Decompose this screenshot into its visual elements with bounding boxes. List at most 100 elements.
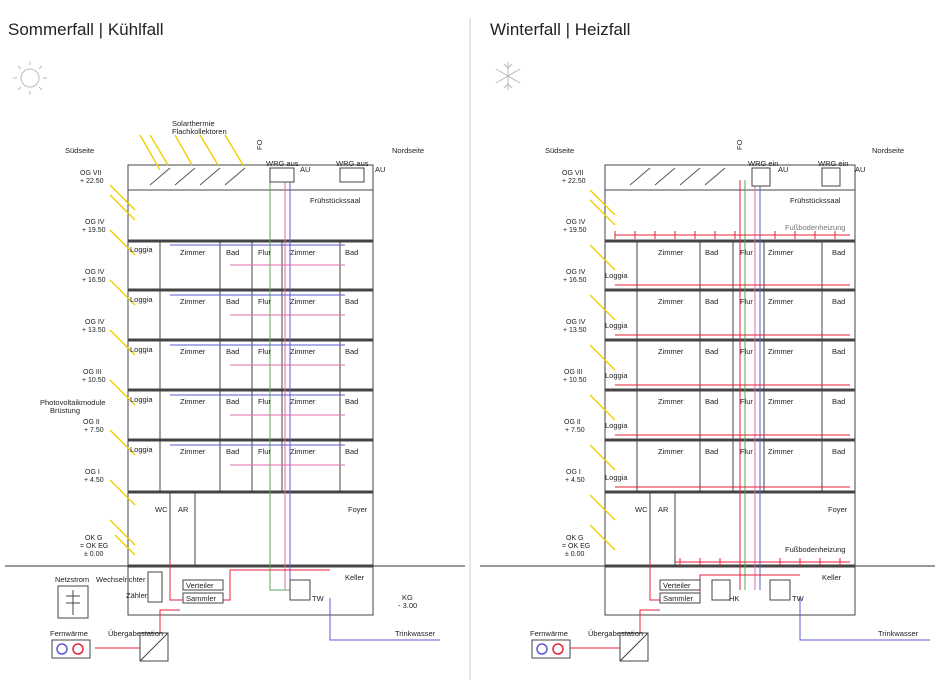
right-room-labels: Loggia Zimmer Bad Flur Zimmer Bad Loggia… xyxy=(605,248,845,482)
right-title: Winterfall | Heizfall xyxy=(490,20,631,39)
wechselrichter-label: Wechselrichter xyxy=(96,575,146,584)
zimmer-label: Zimmer xyxy=(180,297,206,306)
left-title: Sommerfall | Kühlfall xyxy=(8,20,164,39)
zimmer-label: Zimmer xyxy=(290,397,316,406)
right-wc-label: WC xyxy=(635,505,648,514)
right-tw-label: TW xyxy=(792,594,805,603)
left-wrg2-label: WRG aus xyxy=(336,159,369,168)
zimmer-label: Zimmer xyxy=(180,447,206,456)
right-fernwaerme-symbol xyxy=(531,639,571,659)
right-north-label: Nordseite xyxy=(872,146,904,155)
netzstrom-mast-icon xyxy=(57,585,89,619)
loggia-label: Loggia xyxy=(605,271,628,280)
level-elevation: + 4.50 xyxy=(565,477,585,484)
flur-label: Flur xyxy=(258,397,271,406)
pv-label-line2: Brüstung xyxy=(50,406,80,415)
right-au2-label: AU xyxy=(855,165,865,174)
bad-label: Bad xyxy=(705,447,718,456)
bad-label: Bad xyxy=(226,248,239,257)
bad-label: Bad xyxy=(705,248,718,257)
bad-label: Bad xyxy=(345,248,358,257)
pv-label-line1: Photovoltaikmodule xyxy=(40,398,105,407)
left-solar-collectors xyxy=(149,167,246,186)
netzstrom-label: Netzstrom xyxy=(55,575,89,584)
flur-label: Flur xyxy=(740,397,753,406)
loggia-label: Loggia xyxy=(130,395,153,404)
zimmer-label: Zimmer xyxy=(768,347,794,356)
left-wrg1-label: WRG aus xyxy=(266,159,299,168)
zimmer-label: Zimmer xyxy=(290,297,316,306)
bad-label: Bad xyxy=(345,297,358,306)
level-elevation: + 4.50 xyxy=(84,477,104,484)
level-elevation: = OK EG xyxy=(562,543,590,550)
flur-label: Flur xyxy=(258,347,271,356)
left-fernwaerme-label: Fernwärme xyxy=(50,629,88,638)
level-elevation: + 16.50 xyxy=(82,277,106,284)
bad-label: Bad xyxy=(832,447,845,456)
left-wrg-boxes xyxy=(269,167,365,183)
snowflake-icon xyxy=(495,62,521,90)
bad-label: Bad xyxy=(705,297,718,306)
right-trinkwasser-label: Trinkwasser xyxy=(878,629,919,638)
loggia-label: Loggia xyxy=(605,371,628,380)
left-au1-label: AU xyxy=(300,165,310,174)
level-name: OG II xyxy=(83,419,100,426)
right-fo-label: FO xyxy=(735,139,744,150)
level-elevation: + 16.50 xyxy=(563,277,587,284)
right-breakfast-label: Frühstückssaal xyxy=(790,196,841,205)
flur-label: Flur xyxy=(258,248,271,257)
loggia-label: Loggia xyxy=(605,321,628,330)
loggia-label: Loggia xyxy=(130,295,153,304)
level-name: OG VII xyxy=(80,170,101,177)
level-name: OG IV xyxy=(85,269,105,276)
bad-label: Bad xyxy=(832,347,845,356)
right-floor-heating-ticks xyxy=(614,231,841,566)
level-name: OG III xyxy=(564,369,583,376)
level-elevation: + 7.50 xyxy=(565,427,585,434)
right-wrg1-label: WRG ein xyxy=(748,159,778,168)
bad-label: Bad xyxy=(832,297,845,306)
level-elevation: + 22.50 xyxy=(562,178,586,185)
level-elevation: + 19.50 xyxy=(563,227,587,234)
right-uebergabe-label: Übergabestation xyxy=(588,629,643,638)
zimmer-label: Zimmer xyxy=(658,447,684,456)
right-keller-label: Keller xyxy=(822,573,842,582)
zaehler-label: Zähler xyxy=(126,591,148,600)
right-hk-label: HK xyxy=(729,594,739,603)
left-ar-label: AR xyxy=(178,505,189,514)
left-south-label: Südseite xyxy=(65,146,94,155)
zimmer-label: Zimmer xyxy=(768,397,794,406)
level-elevation: + 10.50 xyxy=(563,377,587,384)
left-wc-label: WC xyxy=(155,505,168,514)
level-name: OG VII xyxy=(562,170,583,177)
level-elevation: + 13.50 xyxy=(563,327,587,334)
left-uebergabe-label: Übergabestation xyxy=(108,629,163,638)
right-solar-collectors xyxy=(629,167,726,186)
level-name: OK G xyxy=(566,535,584,542)
bad-label: Bad xyxy=(226,447,239,456)
bad-label: Bad xyxy=(705,397,718,406)
level-elevation: ± 0.00 xyxy=(84,551,104,558)
level-elevation: + 7.50 xyxy=(84,427,104,434)
kg-elev-label: - 3.00 xyxy=(398,601,417,610)
level-name: OG IV xyxy=(566,219,586,226)
loggia-label: Loggia xyxy=(605,473,628,482)
zimmer-label: Zimmer xyxy=(658,248,684,257)
right-fernwaerme-label: Fernwärme xyxy=(530,629,568,638)
level-elevation: ± 0.00 xyxy=(565,551,585,558)
left-tw-label: TW xyxy=(312,594,325,603)
bad-label: Bad xyxy=(226,397,239,406)
left-level-markers: OG VII + 22.50 OG IV + 19.50 OG IV + 16.… xyxy=(80,170,108,558)
flur-label: Flur xyxy=(740,248,753,257)
left-breakfast-label: Frühstückssaal xyxy=(310,196,361,205)
bad-label: Bad xyxy=(705,347,718,356)
right-verteiler-label: Verteiler xyxy=(663,581,691,590)
level-name: OK G xyxy=(85,535,103,542)
zimmer-label: Zimmer xyxy=(290,447,316,456)
level-name: OG IV xyxy=(566,269,586,276)
solar-label-line2: Flachkollektoren xyxy=(172,127,227,136)
right-floor-heating-top-label: Fußbodenheizung xyxy=(785,223,845,232)
right-sammler-label: Sammler xyxy=(663,594,694,603)
level-name: OG III xyxy=(83,369,102,376)
